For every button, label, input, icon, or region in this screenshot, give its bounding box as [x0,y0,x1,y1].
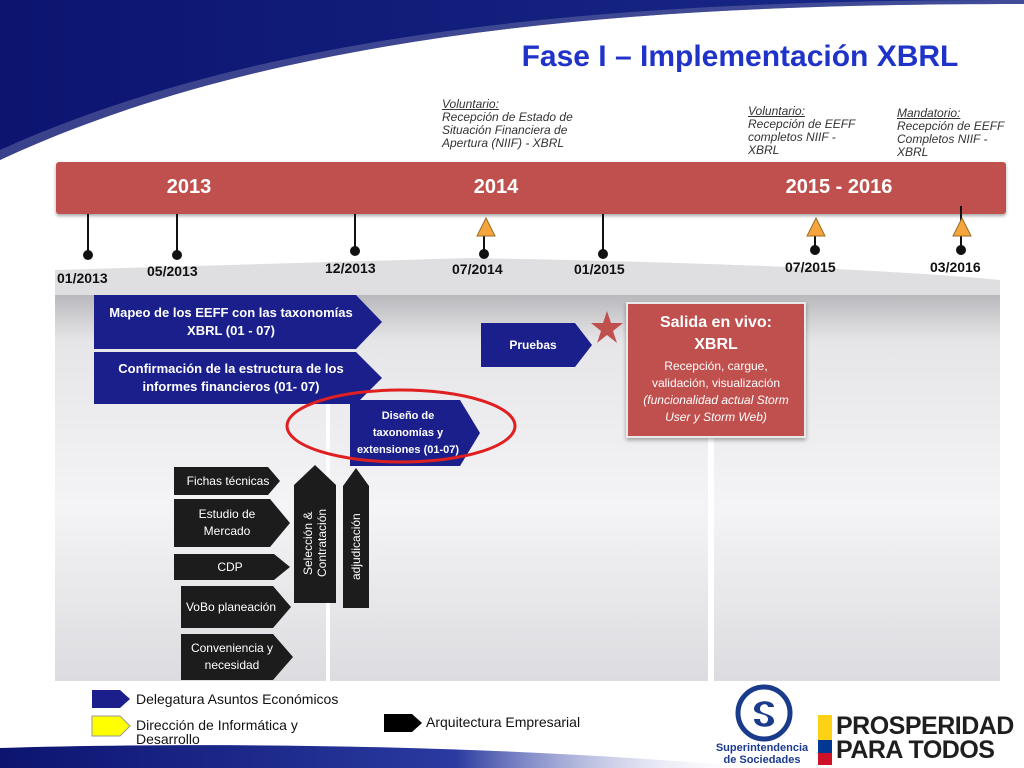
milestone-pins [83,206,966,260]
prosperidad-logo-text: PROSPERIDAD PARA TODOS [836,712,1014,764]
timeline-band [56,162,1006,214]
legend-label: Delegatura Asuntos Económicos [136,691,339,707]
task-arrow-diseno [350,400,480,466]
note-voluntario-1: Voluntario: Recepción de Estado de Situa… [442,98,592,150]
year-label: 2014 [473,176,519,198]
milestone-label: 01/2015 [574,261,625,277]
note-heading: Voluntario: [748,104,805,118]
triangle-marker-icon [476,216,496,237]
milestone-label: 12/2013 [325,260,376,276]
prosperidad-line2: PARA TODOS [836,736,995,764]
task-arrow-mapeo [94,295,382,349]
task-arrow-seleccion [294,465,336,603]
supersociedades-line2: de Sociedades [723,754,801,766]
task-cdp-label: CDP [217,559,243,574]
task-arrow-pruebas [481,323,592,367]
task-arrow-estudio [174,499,290,547]
legend-swatch-black [384,714,422,732]
task-fichas-label: Fichas técnicas [186,473,270,488]
task-arrow-conveniencia [181,634,293,680]
task-diseno-label: Diseño de taxonomías y extensiones (01-0… [356,409,460,456]
milestone-label: 01/2013 [57,270,108,286]
note-heading: Voluntario: [442,97,499,111]
milestone-label: 05/2013 [147,263,198,279]
page-title: Fase I – Implementación XBRL [521,40,959,73]
milestone-label: 07/2014 [452,261,503,277]
task-vobo-label: VoBo planeación [185,599,277,614]
triangle-marker-icon [952,216,972,237]
note-heading: Mandatorio: [897,106,961,120]
legend-label: Dirección de Informática y Desarrollo [136,717,298,747]
milestone-label: 07/2015 [785,259,836,275]
legend-swatch-blue [92,690,130,708]
legend-label: Arquitectura Empresarial [426,714,581,730]
task-arrow-vobo [181,586,291,628]
task-arrow-confirmacion [94,352,382,404]
task-arrow-cdp [174,554,290,580]
note-text: Recepción de EEFF completos NIIF - XBRL [748,117,856,157]
task-pruebas-label: Pruebas [509,338,557,352]
task-seleccion-label: Selección & Contratación [301,508,329,578]
golive-title: Salida en vivo: XBRL [659,314,773,353]
note-text: Recepción de EEFF Completos NIIF - XBRL [897,119,1005,159]
legend-swatch-yellow [91,715,131,737]
year-label: 2015 - 2016 [785,176,893,198]
triangle-marker-icon [806,216,826,237]
task-estudio-label: Estudio de Mercado [198,507,256,538]
golive-box: Salida en vivo: XBRL Recepción, cargue, … [626,302,806,438]
supersociedades-line1: Superintendencia [715,742,809,754]
task-mapeo-label: Mapeo de los EEFF con las taxonomías XBR… [109,305,353,338]
star-icon [591,311,623,343]
task-arrow-adjudicacion [343,468,369,608]
note-text: Recepción de Estado de Situación Financi… [442,110,573,150]
year-label: 2013 [166,176,212,198]
milestone-label: 03/2016 [930,259,981,275]
note-mandatorio: Mandatorio: Recepción de EEFF Completos … [897,107,1015,159]
prosperidad-line1: PROSPERIDAD [836,712,1014,740]
highlight-ellipse [285,388,517,464]
supersociedades-logo-icon [735,684,793,742]
task-conveniencia-label: Conveniencia y necesidad [190,641,274,672]
task-confirmacion-label: Confirmación de la estructura de los inf… [118,361,344,394]
task-adjudicacion-label: adjudicación [349,513,363,581]
supersociedades-name: Superintendencia de Sociedades [706,742,818,766]
golive-body: Recepción, cargue, validación, visualiza… [651,359,781,390]
note-voluntario-2: Voluntario: Recepción de EEFF completos … [748,105,868,157]
task-arrow-fichas [174,467,280,495]
golive-italic: (funcionalidad actual Storm User y Storm… [643,393,789,424]
colombia-flag-icon [818,715,832,765]
